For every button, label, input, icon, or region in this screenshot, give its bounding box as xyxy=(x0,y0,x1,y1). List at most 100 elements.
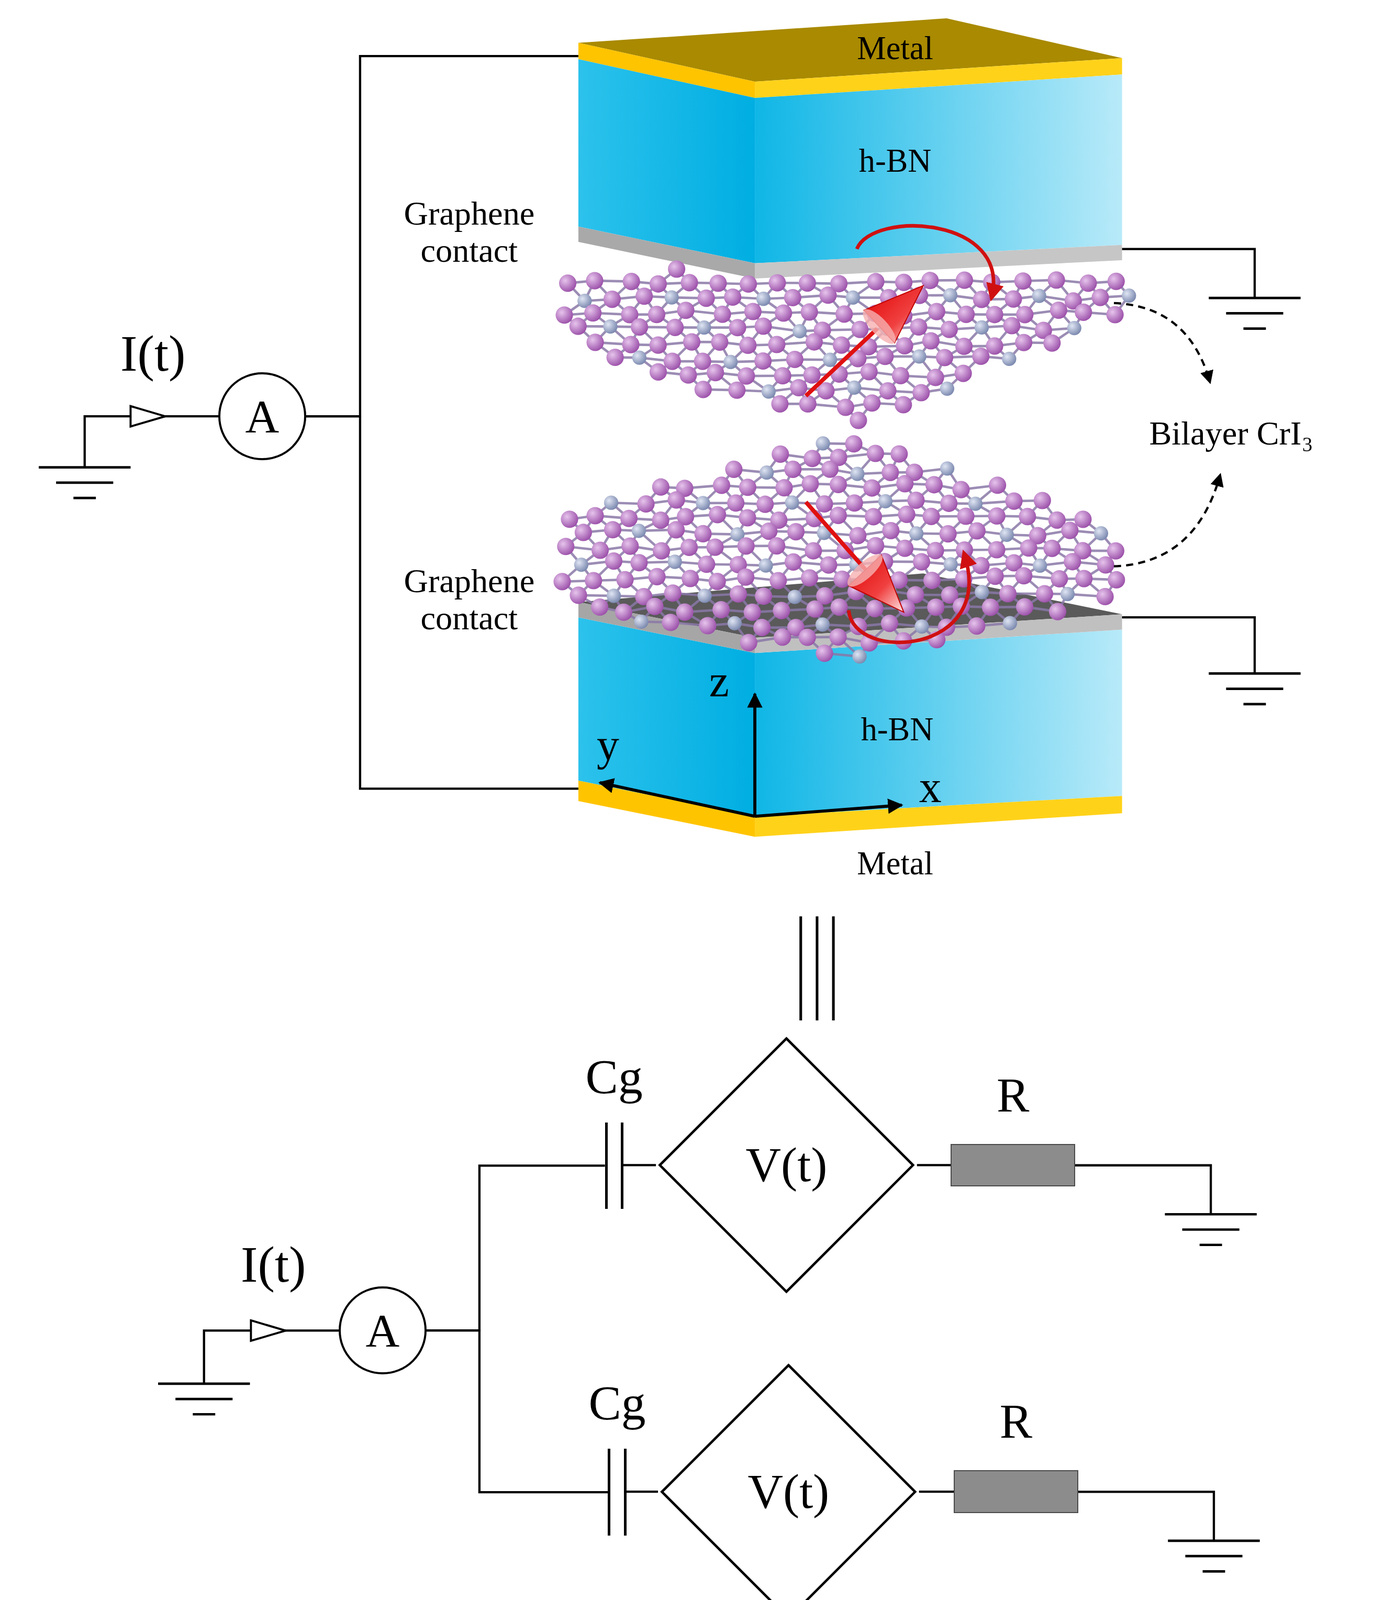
iodine-atom xyxy=(637,495,655,513)
ground-symbol xyxy=(1199,1243,1223,1246)
iodine-atom xyxy=(798,274,817,292)
ground-symbol xyxy=(1164,1212,1257,1216)
wire xyxy=(1122,249,1255,299)
ground-symbol xyxy=(38,297,1301,1571)
iodine-atom xyxy=(798,628,817,646)
label-text: Bilayer CrI₃ xyxy=(1148,415,1313,453)
cri3-top-layer xyxy=(555,260,1136,429)
label-text: x xyxy=(919,762,942,812)
chromium-atom xyxy=(850,466,865,482)
iodine-atom xyxy=(585,272,604,290)
iodine-atom xyxy=(1107,272,1125,290)
iodine-atom xyxy=(622,272,641,290)
iodine-atom xyxy=(743,603,762,621)
spin-arrow-top xyxy=(857,304,901,349)
top-hbn-block xyxy=(754,74,1123,264)
iodine-atom xyxy=(775,478,793,497)
iodine-atom xyxy=(773,628,791,646)
chromium-atom xyxy=(727,616,742,631)
iodine-atom xyxy=(921,271,939,289)
chromium-atom xyxy=(845,290,861,305)
iodine-atom xyxy=(1033,491,1052,509)
wire-connector xyxy=(426,1165,606,1331)
chromium-atom xyxy=(758,557,773,573)
iodine-atom xyxy=(679,366,697,384)
ground-symbol xyxy=(192,1412,216,1416)
node-text: Metal xyxy=(856,845,933,882)
iodine-atom xyxy=(630,553,648,572)
chromium-atom xyxy=(1002,616,1018,631)
iodine-atom xyxy=(800,303,819,321)
iodine-atom xyxy=(645,597,664,616)
iodine-atom xyxy=(955,337,973,355)
iodine-atom xyxy=(1063,552,1081,571)
wire-connector xyxy=(306,416,579,789)
hbn-layer: h-BN xyxy=(578,683,1123,776)
iodine-atom xyxy=(737,568,755,586)
iodine-atom xyxy=(863,394,881,412)
hbn-layer: h-BN xyxy=(578,112,1123,209)
iodine-atom xyxy=(940,320,958,339)
iodine-atom xyxy=(767,335,786,353)
equivalence-symbol xyxy=(799,916,802,1021)
iodine-atom xyxy=(635,287,653,305)
iodine-atom xyxy=(768,274,786,292)
wire-connector xyxy=(919,1490,954,1493)
iodine-atom xyxy=(787,522,805,541)
iodine-atom xyxy=(569,317,587,336)
chromium-atom xyxy=(756,291,771,306)
iodine-atom xyxy=(819,556,837,574)
iodine-atom xyxy=(680,273,698,292)
node-text: Cg xyxy=(585,1050,643,1104)
iodine-atom xyxy=(891,366,910,385)
iodine-atom xyxy=(972,556,990,575)
iodine-atom xyxy=(652,511,670,529)
axis-arrow xyxy=(599,782,755,817)
chromium-atom xyxy=(664,290,679,305)
iodine-atom xyxy=(866,444,885,462)
iodine-atom xyxy=(555,306,573,324)
iodine-atom xyxy=(754,352,772,370)
iodine-atom xyxy=(708,505,727,523)
iodine-atom xyxy=(1002,316,1021,334)
label-text: z xyxy=(709,656,730,707)
iodine-atom xyxy=(922,507,940,526)
label-text: I(t) xyxy=(120,326,186,383)
ground-symbol xyxy=(38,465,131,469)
resistor-symbol: R xyxy=(953,1469,1079,1513)
label-text: Graphene contact xyxy=(367,562,572,637)
iodine-atom xyxy=(1043,334,1061,352)
iodine-atom xyxy=(739,275,757,293)
iodine-atom xyxy=(845,494,864,512)
iodine-atom xyxy=(584,571,602,589)
node-text: V(t) xyxy=(745,1137,828,1192)
equivalence-symbol xyxy=(832,916,835,1021)
iodine-atom xyxy=(744,302,762,320)
iodine-atom xyxy=(952,481,970,499)
chromium-atom xyxy=(968,496,983,511)
bottom-metal-slab xyxy=(578,780,755,837)
iodine-atom xyxy=(1018,507,1036,526)
iodine-atom xyxy=(898,505,916,523)
iodine-atom xyxy=(844,434,863,453)
iodine-atom xyxy=(879,382,897,400)
iodine-atom xyxy=(988,476,1007,494)
iodine-atom xyxy=(815,495,833,513)
current-arrow xyxy=(250,1320,286,1341)
iodine-atom xyxy=(805,333,823,351)
ground-symbol xyxy=(175,1397,233,1401)
pointer-arrow xyxy=(1113,475,1221,566)
node-text: A xyxy=(244,390,279,443)
iodine-atom xyxy=(728,381,746,399)
iodine-atom xyxy=(866,599,884,618)
axis-arrow xyxy=(599,693,902,817)
iodine-atom xyxy=(737,367,755,385)
iodine-atom xyxy=(729,585,747,603)
diamond-outline xyxy=(660,1038,914,1292)
iodine-atom xyxy=(710,333,729,351)
iodine-atom xyxy=(652,542,671,560)
iodine-atom xyxy=(1050,570,1068,588)
chromium-atom xyxy=(792,324,807,339)
chromium-atom xyxy=(1032,288,1047,303)
